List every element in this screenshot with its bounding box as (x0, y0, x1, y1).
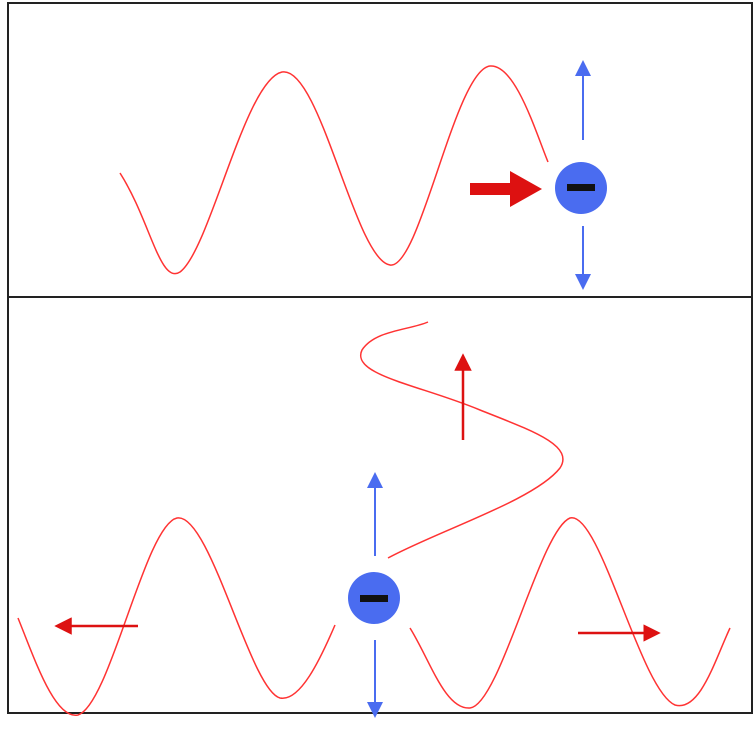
top-panel-frame (7, 2, 753, 298)
electron-charge-bottom (348, 572, 400, 624)
incident-wave (119, 65, 549, 275)
electron-charge-top (555, 162, 607, 214)
right-scattered-wave (409, 517, 731, 709)
incoming-wave-arrow (470, 171, 542, 207)
top-panel (119, 60, 607, 290)
bottom-panel (17, 321, 731, 718)
left-scattered-wave (17, 517, 336, 716)
upward-scattered-wave (359, 321, 564, 559)
